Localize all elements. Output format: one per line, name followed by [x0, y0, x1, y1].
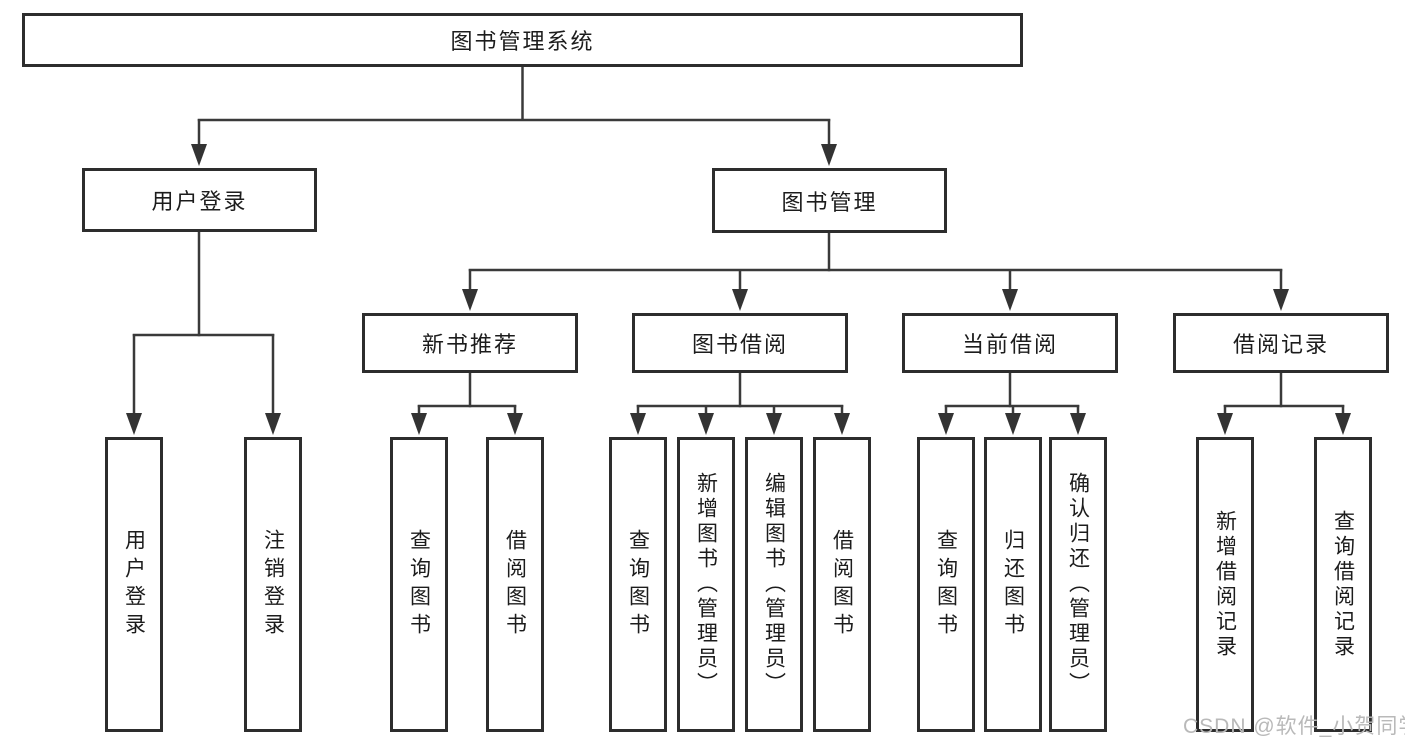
leaf-query-books-current: 查询图书	[917, 437, 975, 732]
node-borrow-records: 借阅记录	[1173, 313, 1389, 373]
arrowheads	[126, 144, 1351, 435]
node-user-login: 用户登录	[82, 168, 317, 232]
node-library-system-label: 图书管理系统	[450, 29, 595, 54]
leaf-user-login: 用户登录	[105, 437, 163, 732]
watermark-text: CSDN @软件_小贺同学	[1183, 715, 1405, 738]
leaf-borrow-books-recommend: 借阅图书	[486, 437, 544, 732]
leaf-query-books-borrow: 查询图书	[609, 437, 667, 732]
node-book-management: 图书管理	[712, 168, 947, 233]
node-current-borrow: 当前借阅	[902, 313, 1118, 373]
leaf-confirm-return-admin: 确认归还（管理员）	[1049, 437, 1107, 732]
leaf-edit-book-admin: 编辑图书（管理员）	[745, 437, 803, 732]
leaf-borrow-books: 借阅图书	[813, 437, 871, 732]
node-book-borrow-label: 图书借阅	[691, 332, 788, 357]
leaf-logout: 注销登录	[244, 437, 302, 732]
leaf-add-book-admin: 新增图书（管理员）	[677, 437, 735, 732]
leaf-return-book: 归还图书	[984, 437, 1042, 732]
node-current-borrow-label: 当前借阅	[961, 332, 1058, 357]
node-borrow-records-label: 借阅记录	[1232, 332, 1329, 357]
node-book-borrow: 图书借阅	[632, 313, 848, 373]
node-user-login-label: 用户登录	[151, 189, 248, 214]
node-new-book-recommend-label: 新书推荐	[421, 332, 518, 357]
leaf-query-borrow-record: 查询借阅记录	[1314, 437, 1372, 732]
leaf-add-borrow-record: 新增借阅记录	[1196, 437, 1254, 732]
node-library-system: 图书管理系统	[22, 13, 1023, 67]
leaf-query-books-recommend: 查询图书	[390, 437, 448, 732]
node-book-management-label: 图书管理	[781, 189, 878, 215]
node-new-book-recommend: 新书推荐	[362, 313, 578, 373]
